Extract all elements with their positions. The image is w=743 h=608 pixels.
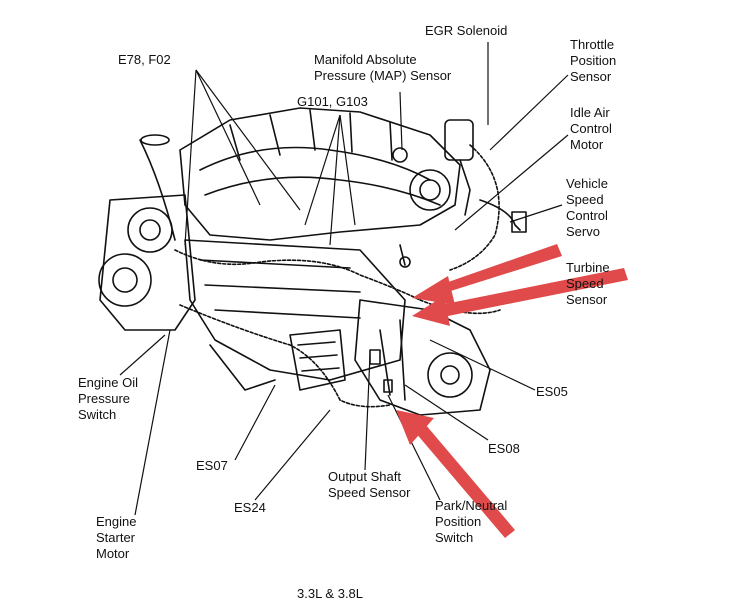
label-engine-starter-motor: Engine Starter Motor: [96, 514, 137, 561]
label-throttle-position-sensor: Throttle Position Sensor: [570, 37, 617, 84]
label-es24: ES24: [234, 500, 266, 515]
label-park-neutral-position-switch: Park/Neutral Position Switch: [435, 498, 508, 545]
leader-lines: [119, 42, 569, 516]
label-es08: ES08: [488, 441, 520, 456]
label-idle-air-control-motor: Idle Air Control Motor: [570, 105, 612, 152]
diagram-caption: 3.3L & 3.8L: [297, 586, 364, 601]
callout-arrows: [396, 244, 628, 538]
label-es07: ES07: [196, 458, 228, 473]
label-vehicle-speed-control-servo: Vehicle Speed Control Servo: [566, 176, 608, 239]
red-arrow-2: [412, 268, 628, 326]
label-egr-solenoid: EGR Solenoid: [425, 23, 508, 38]
engine-illustration: [98, 107, 527, 416]
red-arrow-3: [396, 410, 515, 538]
label-turbine-speed-sensor: Turbine Speed Sensor: [566, 260, 610, 307]
label-output-shaft-speed-sensor: Output Shaft Speed Sensor: [328, 469, 411, 500]
label-e78-f02: E78, F02: [118, 52, 171, 67]
label-g101-g103: G101, G103: [297, 94, 368, 109]
label-engine-oil-pressure-switch: Engine Oil Pressure Switch: [78, 375, 138, 422]
label-map-sensor: Manifold Absolute Pressure (MAP) Sensor: [314, 52, 452, 83]
label-es05: ES05: [536, 384, 568, 399]
